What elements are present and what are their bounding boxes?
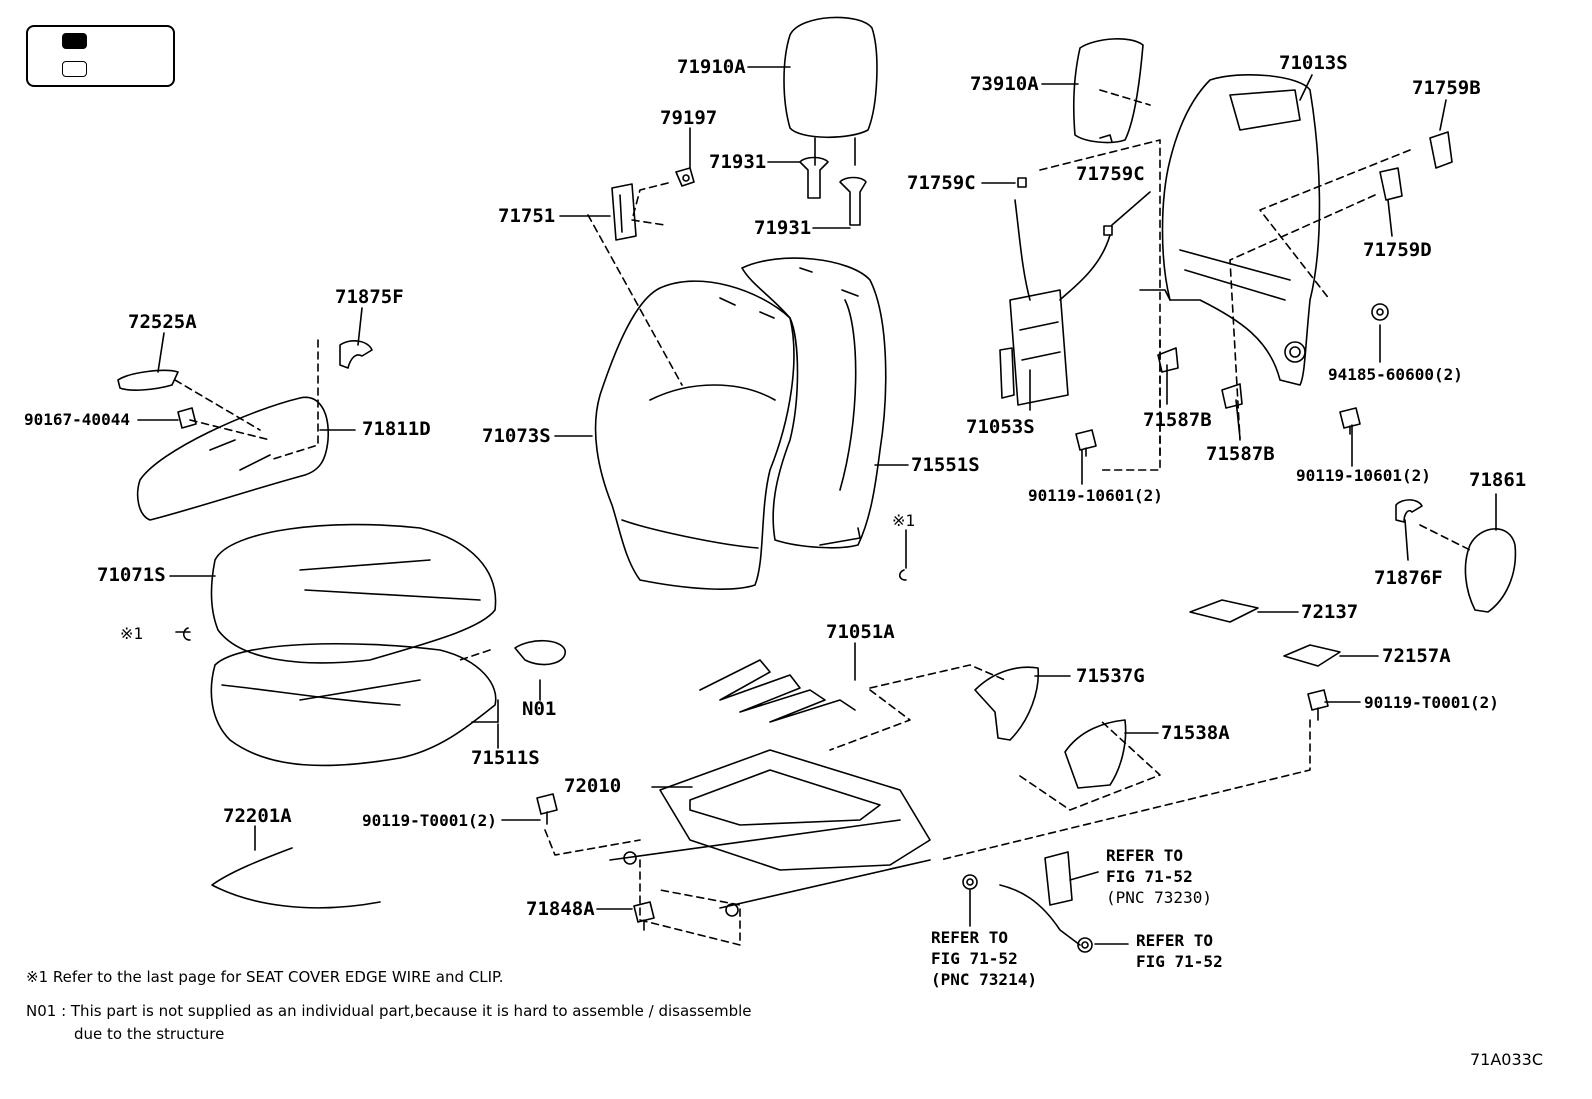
refer-to-1-line1: REFER TO <box>1106 846 1184 865</box>
part-label-72525A: 72525A <box>128 311 197 333</box>
refer-to-2-line2: FIG 71-52 <box>931 949 1018 968</box>
part-label-71759D: 71759D <box>1363 239 1432 261</box>
part-label-73910A: 73910A <box>970 73 1039 95</box>
part-label-71013S: 71013S <box>1279 52 1348 74</box>
part-label-90119-10601-left: 90119-10601(2) <box>1028 486 1163 505</box>
figure-id: 71A033C <box>1470 1050 1544 1069</box>
part-label-71876F: 71876F <box>1374 567 1443 589</box>
part-label-90167-40044: 90167-40044 <box>24 410 130 429</box>
part-label-72137: 72137 <box>1301 601 1359 623</box>
part-label-71537G: 71537G <box>1076 665 1145 687</box>
part-label-71751: 71751 <box>498 205 556 227</box>
part-label-90119-T0001-right: 90119-T0001(2) <box>1364 693 1499 712</box>
mark-1-left: ※1 <box>120 624 144 643</box>
part-label-90119-T0001-left: 90119-T0001(2) <box>362 811 497 830</box>
part-label-71811D: 71811D <box>362 418 431 440</box>
part-label-71587B-upper: 71587B <box>1143 409 1212 431</box>
part-label-79197: 79197 <box>660 107 718 129</box>
refer-to-2-line1: REFER TO <box>931 928 1009 947</box>
footnote-n01-cont: due to the structure <box>74 1025 225 1043</box>
part-label-71051A: 71051A <box>826 621 895 643</box>
legend-filled-swatch <box>62 33 87 49</box>
assembly-dashed-lines <box>174 89 1471 946</box>
part-label-71759B: 71759B <box>1412 77 1481 99</box>
refer-to-1-line3: (PNC 73230) <box>1106 888 1212 907</box>
refer-to-3-line2: FIG 71-52 <box>1136 952 1223 971</box>
part-label-71538A: 71538A <box>1161 722 1230 744</box>
part-label-71073S: 71073S <box>482 425 551 447</box>
legend-box <box>26 25 175 87</box>
part-label-71759C-right: 71759C <box>1076 163 1145 185</box>
legend-empty-swatch <box>62 61 87 77</box>
part-label-71875F: 71875F <box>335 286 404 308</box>
mark-1-right: ※1 <box>892 511 916 530</box>
part-label-72010: 72010 <box>564 775 622 797</box>
part-label-71053S: 71053S <box>966 416 1035 438</box>
part-label-71071S: 71071S <box>97 564 166 586</box>
footnote-mark-1: ※1 Refer to the last page for SEAT COVER… <box>26 968 504 986</box>
refer-to-3-line1: REFER TO <box>1136 931 1214 950</box>
part-label-N01: N01 <box>522 698 557 720</box>
part-label-71931-lower: 71931 <box>754 217 812 239</box>
part-label-71861: 71861 <box>1469 469 1527 491</box>
part-label-71848A: 71848A <box>526 898 595 920</box>
refer-to-2-line3: (PNC 73214) <box>931 970 1037 989</box>
part-label-71759C-left: 71759C <box>907 172 976 194</box>
part-label-71551S: 71551S <box>911 454 980 476</box>
part-label-94185-60600: 94185-60600(2) <box>1328 365 1463 384</box>
part-label-71931-upper: 71931 <box>709 151 767 173</box>
part-label-71511S: 71511S <box>471 747 540 769</box>
part-label-71587B-lower: 71587B <box>1206 443 1275 465</box>
footnote-n01: N01 : This part is not supplied as an in… <box>26 1002 752 1020</box>
part-label-71910A: 71910A <box>677 56 746 78</box>
part-label-90119-10601-right: 90119-10601(2) <box>1296 466 1431 485</box>
refer-to-1-line2: FIG 71-52 <box>1106 867 1193 886</box>
part-label-72157A: 72157A <box>1382 645 1451 667</box>
part-label-72201A: 72201A <box>223 805 292 827</box>
